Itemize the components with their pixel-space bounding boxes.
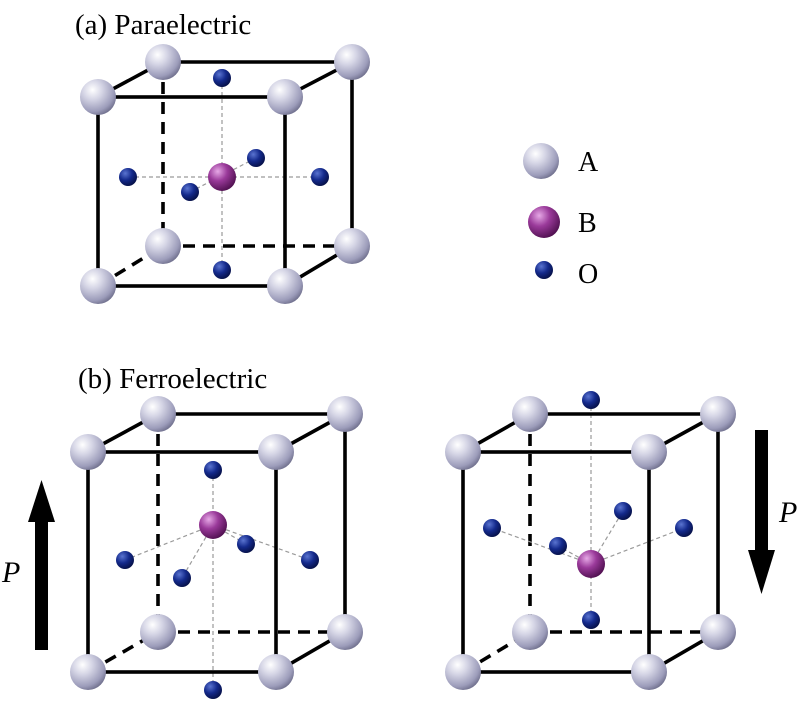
cell-b1-oxygen-atom [301, 551, 319, 569]
cell-b2-bond [590, 527, 685, 565]
cell-b2-front-face [461, 450, 651, 674]
cell-b2-a-site-atom [512, 396, 548, 432]
cell-b2-a-site-atom [445, 434, 481, 470]
cell-b1-oxygen-atom [116, 551, 134, 569]
cell-a-oxygen-atom [213, 69, 231, 87]
cell-b2-b-site-atom [577, 550, 605, 578]
cell-b2-a-site-atom [700, 396, 736, 432]
cell-a-oxygen-atom [181, 183, 199, 201]
cell-b1-a-site-atom [70, 654, 106, 690]
cell-b2-a-site-atom [631, 434, 667, 470]
cell-a-oxygen-atom [213, 261, 231, 279]
cell-b1-a-site-atom [140, 396, 176, 432]
polarization-down-label: P [778, 496, 797, 529]
cell-b2-oxygen-atom [614, 502, 632, 520]
legend-o-label: O [578, 259, 598, 290]
cell-a-a-site-atom [334, 44, 370, 80]
cell-b2-oxygen-atom [483, 519, 501, 537]
cell-ferroelectric-up [70, 396, 363, 699]
cell-a-b-site-atom [208, 163, 236, 191]
cell-b2-oxygen-atom [549, 537, 567, 555]
cell-b2-a-site-atom [512, 614, 548, 650]
cell-b1-front-face [86, 450, 278, 674]
cell-b1-oxygen-atom [237, 535, 255, 553]
legend-oxygen-atom [535, 261, 553, 279]
cell-a-oxygen-atom [119, 168, 137, 186]
cell-b2-a-site-atom [700, 614, 736, 650]
legend-b-site-atom [528, 206, 560, 238]
cell-a-a-site-atom [80, 79, 116, 115]
polarization-up-label: P [1, 556, 20, 589]
panel-a-label: (a) Paraelectric [75, 9, 251, 41]
polarization-down-arrow [748, 430, 775, 594]
cell-b1-bond [124, 524, 214, 561]
cell-a-front-face [96, 95, 287, 288]
cell-a-a-site-atom [334, 228, 370, 264]
cell-a-a-site-atom [145, 228, 181, 264]
cell-paraelectric [80, 44, 370, 304]
polarization-up-arrow [28, 480, 55, 650]
cell-b1-bond [212, 524, 311, 561]
cell-b2-bond [491, 527, 592, 565]
cell-b2-oxygen-atom [675, 519, 693, 537]
cell-b2-a-site-atom [631, 654, 667, 690]
cell-a-oxygen-atom [311, 168, 329, 186]
cell-b1-a-site-atom [327, 396, 363, 432]
cell-b1-a-site-atom [70, 434, 106, 470]
cell-b1-b-site-atom [199, 511, 227, 539]
legend: A B O [523, 143, 599, 290]
cell-b1-oxygen-atom [204, 681, 222, 699]
cell-b2-a-site-atom [445, 654, 481, 690]
cell-a-oxygen-atom [247, 149, 265, 167]
legend-a-site-atom [523, 143, 559, 179]
cell-b2-oxygen-atom [582, 391, 600, 409]
cell-b1-oxygen-atom [173, 569, 191, 587]
cell-b1-a-site-atom [258, 654, 294, 690]
cell-b1-a-site-atom [258, 434, 294, 470]
legend-b-label: B [578, 208, 597, 239]
cell-b1-a-site-atom [327, 614, 363, 650]
panel-b-label: (b) Ferroelectric [78, 363, 267, 395]
cell-b1-a-site-atom [140, 614, 176, 650]
cell-ferroelectric-down [445, 391, 736, 690]
cell-a-a-site-atom [145, 44, 181, 80]
cell-a-a-site-atom [267, 79, 303, 115]
cell-a-a-site-atom [267, 268, 303, 304]
legend-a-label: A [578, 147, 599, 178]
cell-a-a-site-atom [80, 268, 116, 304]
cell-b2-oxygen-atom [582, 611, 600, 629]
cell-b1-oxygen-atom [204, 461, 222, 479]
